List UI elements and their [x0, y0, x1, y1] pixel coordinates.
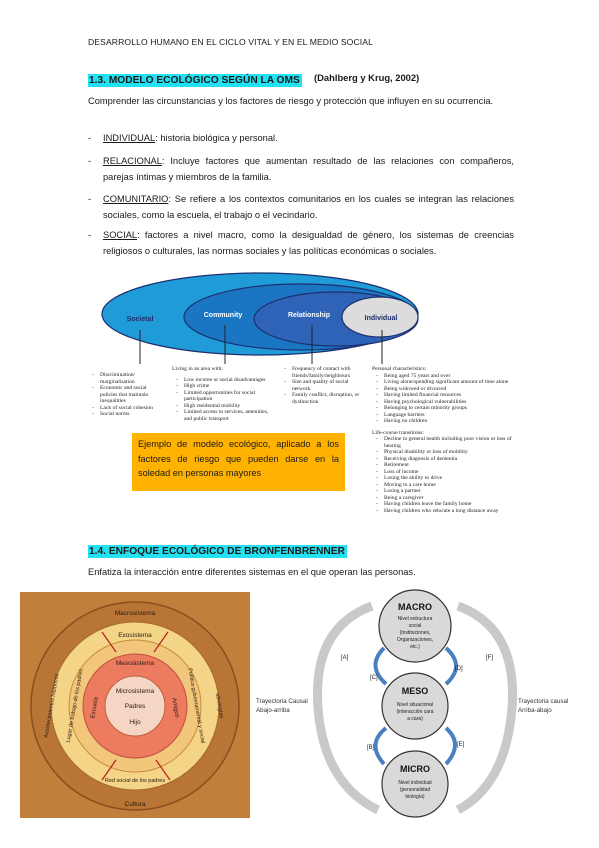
ring-center [104, 675, 166, 737]
individual-ellipse [341, 296, 419, 338]
bullet-social: - SOCIAL: factores a nivel macro, como l… [88, 230, 514, 256]
term-individual: INDIVIDUAL [103, 133, 156, 143]
label-ideologias: Ideologías [214, 693, 224, 719]
svg-text:Nivel situacional: Nivel situacional [397, 702, 433, 708]
label-societal: Societal [127, 316, 154, 323]
right-caption-line2: Arriba-abajo [518, 707, 552, 714]
arrow-outer-left [312, 601, 381, 815]
oms-ecological-diagram: Societal Community Relationship Individu… [101, 272, 419, 364]
arrow-e [444, 726, 457, 766]
section-title-bronfenbrenner: 1.4. ENFOQUE ECOLÓGICO DE BRONFENBRENNER [88, 541, 347, 559]
citation: (Dahlberg y Krug, 2002) [314, 72, 420, 83]
left-caption-line2: Abajo-arriba [256, 707, 290, 714]
label-individual: Individual [365, 315, 398, 322]
svg-text:biología): biología) [405, 794, 425, 800]
section2-title-text: 1.4. ENFOQUE ECOLÓGICO DE BRONFENBRENNER [88, 545, 347, 558]
community-factors: Living in an area with: Low income or so… [172, 366, 272, 422]
label-hijo: Hijo [129, 719, 141, 726]
label-d: [D] [455, 666, 463, 672]
section-title-oms: 1.3. MODELO ECOLÓGICO SEGÚN LA OMS [88, 70, 302, 88]
svg-text:(interacción cara: (interacción cara [397, 709, 434, 715]
svg-text:(personalidad: (personalidad [400, 787, 431, 793]
running-header: DESARROLLO HUMANO EN EL CICLO VITAL Y EN… [88, 37, 373, 47]
arrow-lower-right [155, 759, 171, 781]
svg-text:social: social [409, 623, 422, 629]
arrow-outer-right [455, 601, 518, 814]
relationship-factors: Frequency of contact with friends/family… [280, 366, 368, 405]
micro-circle [381, 750, 449, 818]
term-relacional: RELACIONAL [103, 156, 162, 166]
macro-title: MACRO [398, 602, 432, 612]
right-caption-line1: Trayectoria causal [518, 698, 568, 705]
label-macrosistema: Macrosistema [115, 610, 156, 617]
orange-note-box: Ejemplo de modelo ecológico, aplicado a … [132, 433, 345, 491]
label-f: [F] [486, 655, 493, 661]
arrow-d [444, 646, 458, 686]
left-caption-line1: Trayectoria Causal [256, 698, 308, 705]
term-comunitario: COMUNITARIO [103, 194, 169, 204]
label-a: [A] [341, 655, 349, 661]
arrow-b [373, 726, 388, 766]
label-cultura: Cultura [125, 801, 146, 808]
label-e: [E] [457, 742, 465, 748]
levels-diagram: MACRO Nivel estructura social (Instituci… [256, 589, 568, 818]
svg-text:(Instituciones,: (Instituciones, [400, 630, 431, 636]
svg-text:etc.): etc.) [410, 644, 420, 650]
term-social: SOCIAL [103, 230, 138, 240]
label-padres: Padres [125, 703, 146, 710]
meso-title: MESO [402, 686, 429, 696]
label-c: [C] [370, 675, 378, 681]
svg-text:Nivel estructura: Nivel estructura [398, 616, 433, 622]
section2-intro: Enfatiza la interacción entre diferentes… [88, 567, 416, 577]
arrow-upper-left [101, 631, 117, 653]
label-relationship: Relationship [288, 312, 330, 319]
bullet-individual: - INDIVIDUAL: historia biológica y perso… [88, 133, 278, 143]
svg-text:Organizaciones,: Organizaciones, [397, 637, 433, 643]
label-exosistema: Exosistema [118, 632, 152, 639]
label-b: [B] [367, 745, 375, 751]
svg-text:Nivel individual: Nivel individual [398, 780, 431, 786]
label-community: Community [204, 312, 243, 319]
label-red-social: Red social de los padres [105, 778, 165, 784]
label-microsistema: Microsistema [116, 688, 155, 695]
individual-factors: Personal characteristics: Being aged 75 … [372, 366, 522, 514]
societal-factors: Discrimination/ marginalisation Economic… [88, 372, 162, 418]
bullet-comunitario: - COMUNITARIO: Se refiere a los contexto… [88, 194, 514, 220]
macro-circle [378, 589, 452, 663]
micro-title: MICRO [400, 764, 430, 774]
meso-circle [381, 672, 449, 740]
bullet-relacional: - RELACIONAL: Incluye factores que aumen… [88, 156, 514, 182]
arrow-upper-right [153, 631, 169, 653]
svg-text:a cara): a cara) [407, 716, 423, 722]
section-title-text: 1.3. MODELO ECOLÓGICO SEGÚN LA OMS [88, 74, 302, 87]
label-escuela: Escuela [90, 696, 100, 719]
bronfenbrenner-rings: Macrosistema Exosistema Mesosistema Micr… [20, 592, 250, 818]
intro-paragraph: Comprender las circunstancias y los fact… [88, 96, 494, 106]
label-mesosistema: Mesosistema [116, 660, 155, 667]
label-amigos: Amigos [170, 697, 179, 718]
arrow-lower-left [101, 759, 117, 781]
arrow-c [373, 646, 388, 686]
